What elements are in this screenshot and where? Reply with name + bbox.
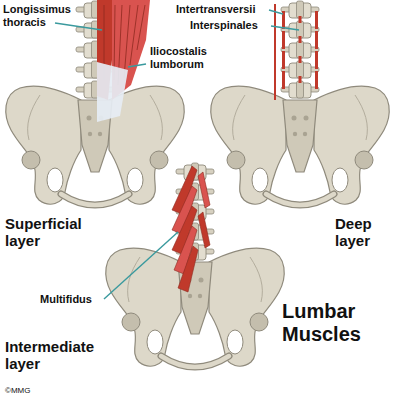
layer-label: Deep layer <box>335 215 395 250</box>
intertransversii-muscle <box>274 4 318 100</box>
part-label: Intertransversii <box>176 3 255 16</box>
lumbar-spine <box>281 1 319 98</box>
interspinales-muscle <box>299 16 302 83</box>
part-label: Multifidus <box>40 293 92 306</box>
aponeurosis <box>97 62 128 122</box>
intermediate-figure <box>106 163 284 367</box>
layer-label: Intermediate layer <box>5 338 115 373</box>
pelvis-bone <box>211 86 389 205</box>
copyright-mark: ©MMG <box>5 386 30 395</box>
superficial-figure <box>6 0 184 205</box>
part-label: Iliocostalis lumborum <box>150 45 222 70</box>
layer-label: Superficial layer <box>5 215 105 250</box>
part-label: Longissimus thoracis <box>3 3 75 28</box>
pelvis-bone <box>106 248 284 367</box>
deep-figure <box>211 1 389 205</box>
pelvis-bone <box>6 86 184 205</box>
leader-lines <box>55 10 299 299</box>
diagram-title: Lumbar Muscles <box>282 300 394 346</box>
part-label: Interspinales <box>190 19 258 32</box>
multifidus-muscle <box>172 166 210 292</box>
